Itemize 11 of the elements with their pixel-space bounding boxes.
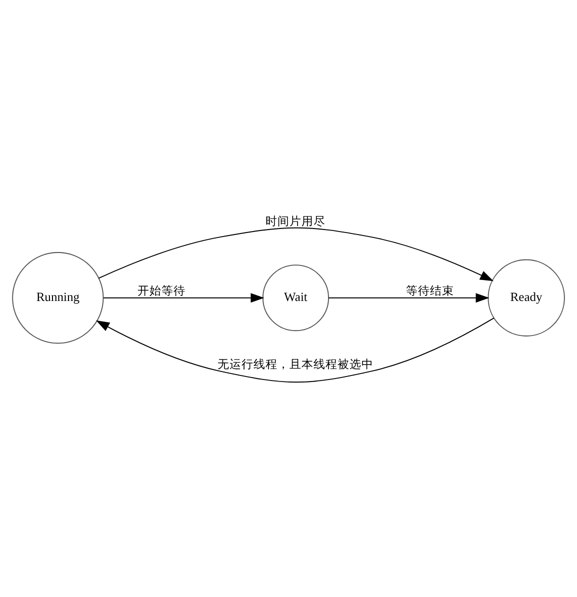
arrow xyxy=(328,292,490,302)
edge-label: 开始等待 xyxy=(138,283,186,298)
node-circle: Ready xyxy=(488,258,565,336)
node-circle: Running xyxy=(12,252,104,344)
node-circle: Wait xyxy=(262,264,330,331)
edge-label: 等待结束 xyxy=(406,283,454,298)
edge-label: 无运行线程，且本线程被选中 xyxy=(218,356,374,370)
edge-label: 时间片用尽 xyxy=(266,214,326,228)
arrow xyxy=(96,317,494,382)
arrow xyxy=(98,226,494,281)
arrow xyxy=(103,292,264,302)
